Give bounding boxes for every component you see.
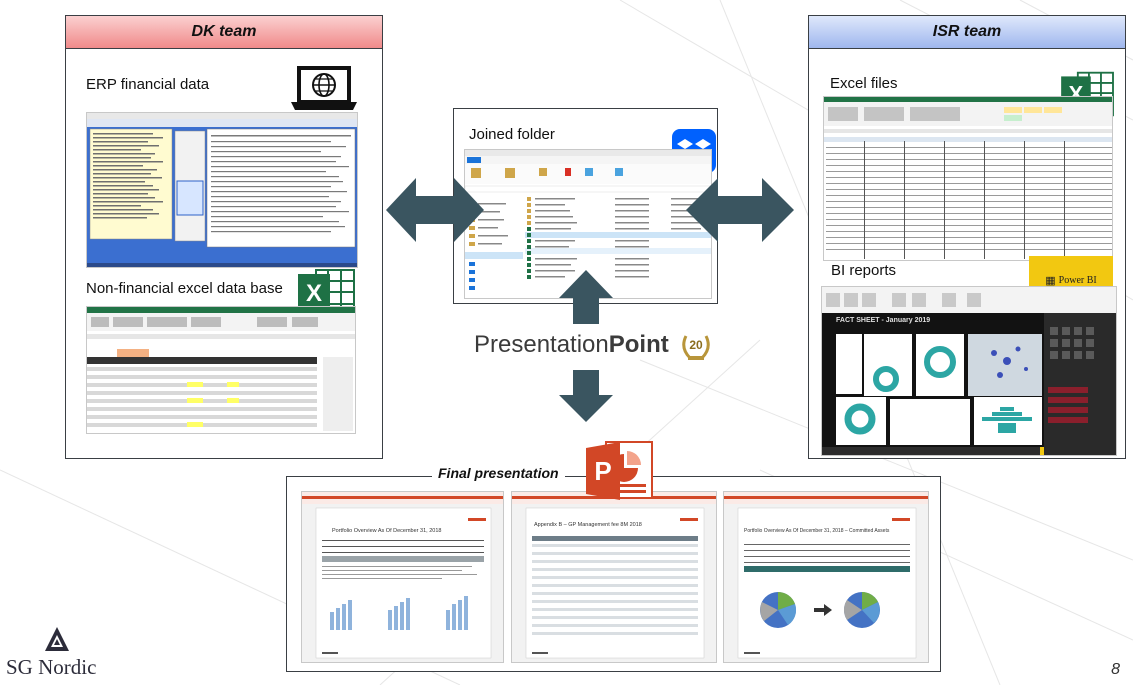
excel-files-label: Excel files bbox=[830, 75, 898, 92]
erp-screenshot bbox=[86, 112, 358, 268]
power-bi-bars-icon: ▦ bbox=[1045, 274, 1056, 287]
svg-text:X: X bbox=[306, 280, 322, 307]
erp-financial-data-label: ERP financial data bbox=[86, 76, 210, 93]
bi-reports-label: BI reports bbox=[831, 262, 897, 279]
final-presentation-panel: Portfolio Overview As Of December 31, 20… bbox=[286, 476, 941, 672]
fact-sheet-title: FACT SHEET - January 2019 bbox=[836, 317, 931, 324]
non-financial-sheet-screenshot bbox=[86, 306, 356, 434]
slide-thumbnail-3: Portfolio Overview As Of December 31, 20… bbox=[723, 491, 929, 663]
anniversary-number: 20 bbox=[689, 338, 703, 352]
presentationpoint-text-post: Point bbox=[608, 331, 669, 358]
sg-nordic-logo-icon bbox=[45, 627, 69, 651]
slide-2-heading: Appendix B – GP Management fee 8M 2018 bbox=[534, 522, 642, 528]
svg-text:P: P bbox=[594, 456, 611, 486]
page-number: 8 bbox=[1111, 661, 1120, 678]
double-arrow-right bbox=[686, 178, 794, 242]
slide-thumbnail-1: Portfolio Overview As Of December 31, 20… bbox=[301, 491, 504, 663]
excel-files-screenshot bbox=[823, 96, 1113, 261]
double-arrow-left bbox=[386, 178, 484, 242]
bi-report-screenshot: FACT SHEET - January 2019 bbox=[821, 286, 1117, 456]
non-financial-db-label: Non-financial excel data base bbox=[86, 280, 283, 297]
slide-1-heading: Portfolio Overview As Of December 31, 20… bbox=[332, 528, 442, 534]
down-arrow bbox=[559, 370, 613, 422]
sg-nordic-brand: SG Nordic bbox=[6, 655, 97, 679]
laptop-globe-icon bbox=[291, 66, 357, 110]
power-bi-label: Power BI bbox=[1058, 274, 1097, 286]
powerpoint-icon: P bbox=[586, 441, 653, 500]
final-presentation-title: Final presentation bbox=[432, 465, 565, 481]
slide-3-heading: Portfolio Overview As Of December 31, 20… bbox=[744, 528, 890, 534]
slide-thumbnail-2: Appendix B – GP Management fee 8M 2018 bbox=[511, 491, 717, 663]
joined-folder-label: Joined folder bbox=[469, 126, 555, 143]
dk-team-panel: DK team ERP financial data bbox=[65, 15, 383, 459]
laurel-wreath-icon bbox=[682, 335, 710, 360]
presentationpoint-logo: PresentationPoint bbox=[474, 331, 669, 359]
presentationpoint-text-pre: Presentation bbox=[474, 331, 609, 358]
isr-team-title: ISR team bbox=[809, 16, 1125, 49]
anniversary-badge: 20 bbox=[680, 332, 712, 362]
up-arrow bbox=[559, 270, 613, 324]
dk-team-title: DK team bbox=[66, 16, 382, 49]
isr-team-panel: ISR team Excel files X bbox=[808, 15, 1126, 459]
